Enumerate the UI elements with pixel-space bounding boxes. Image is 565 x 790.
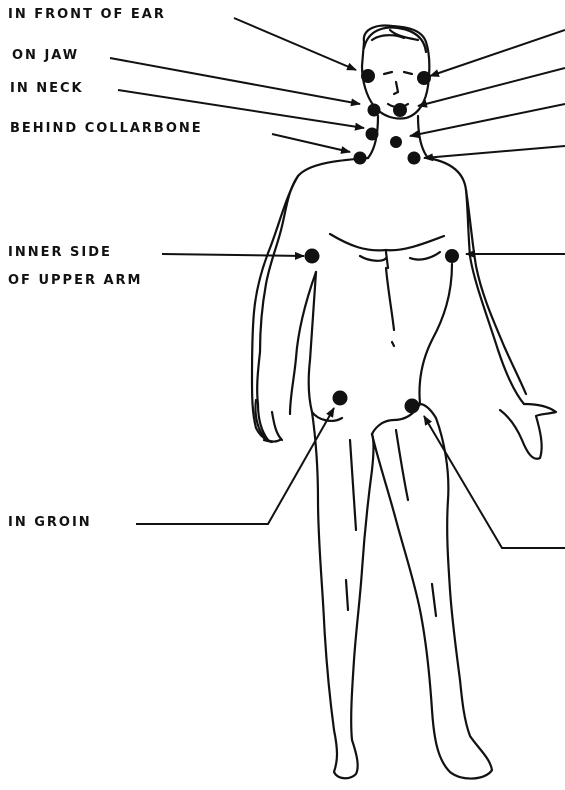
leader-groin-left bbox=[136, 408, 334, 524]
right-arm bbox=[466, 190, 526, 394]
node-groin-left bbox=[333, 391, 348, 406]
node-neck-right bbox=[390, 136, 402, 148]
leader-on-jaw bbox=[110, 58, 360, 104]
leader-right-neck bbox=[410, 104, 565, 136]
left-leg bbox=[312, 412, 374, 778]
node-jaw-right bbox=[393, 103, 407, 117]
node-upper-arm-right bbox=[445, 249, 459, 263]
leader-upper-arm-left bbox=[162, 254, 304, 256]
leader-in-neck bbox=[118, 90, 364, 128]
leader-right-ear bbox=[430, 30, 565, 76]
node-front-of-ear-right bbox=[417, 71, 431, 85]
leader-right-collarbone bbox=[424, 146, 565, 158]
node-collarbone-left bbox=[354, 152, 367, 165]
leader-behind-collarbone bbox=[272, 134, 350, 152]
node-neck-left bbox=[366, 128, 379, 141]
node-jaw-left bbox=[368, 104, 381, 117]
node-front-of-ear-left bbox=[361, 69, 375, 83]
abdomen-line bbox=[386, 268, 394, 346]
leader-front-of-ear bbox=[234, 18, 356, 70]
face-features bbox=[384, 72, 412, 107]
chest-detail bbox=[330, 234, 444, 268]
node-groin-right bbox=[405, 399, 420, 414]
waist-outline bbox=[309, 264, 452, 412]
node-upper-arm-left bbox=[305, 249, 320, 264]
node-collarbone-right bbox=[408, 152, 421, 165]
right-hand bbox=[500, 404, 556, 459]
leader-right-jaw bbox=[418, 68, 565, 106]
leader-groin-right bbox=[424, 416, 565, 548]
